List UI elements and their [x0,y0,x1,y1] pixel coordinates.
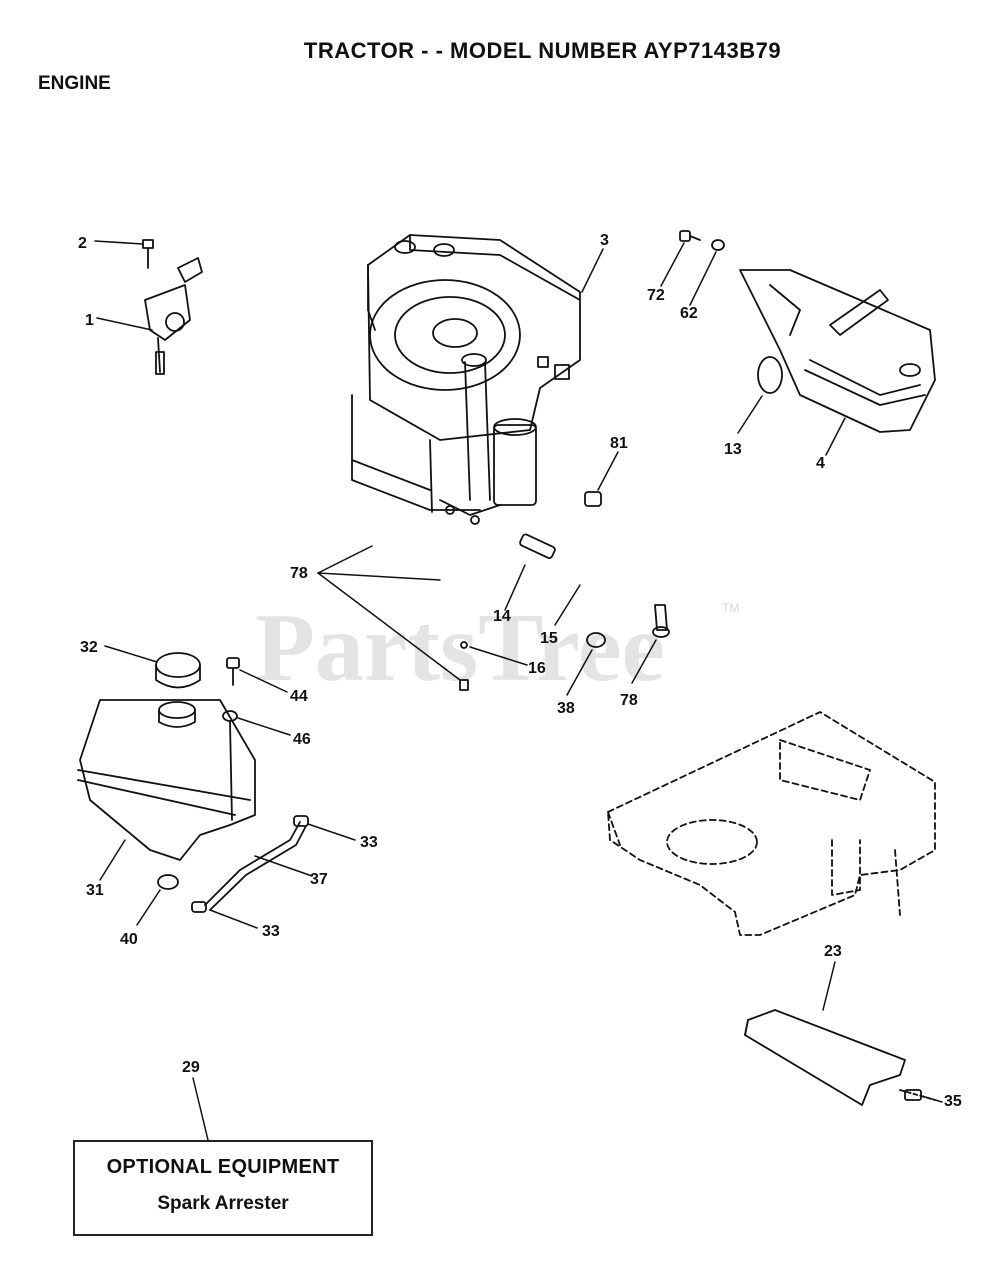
spacer-14 [519,533,556,559]
leader-lines [94,240,943,1141]
callout-3: 3 [600,232,609,249]
callout-33a: 33 [360,834,378,851]
callout-44: 44 [290,688,308,705]
optional-equipment-title: OPTIONAL EQUIPMENT [106,1156,340,1178]
throttle-control-part [142,239,203,375]
bolt-78 [654,604,668,631]
callout-2: 2 [78,235,87,252]
section-heading: ENGINE [38,73,111,94]
nut-81 [584,491,602,507]
callout-78b: 78 [620,692,638,709]
frame-part [607,711,936,936]
callout-40: 40 [120,931,138,948]
optional-equipment-item: Spark Arrester [157,1193,289,1214]
nut-38 [586,632,606,648]
callout-1: 1 [85,312,94,329]
callout-23: 23 [824,943,842,960]
callout-15: 15 [540,630,558,647]
callout-31: 31 [86,882,104,899]
callout-46: 46 [293,731,311,748]
fuel-tank-part [77,652,309,913]
callout-13: 13 [724,441,742,458]
callout-35: 35 [944,1093,962,1110]
callout-72: 72 [647,287,665,304]
callout-4: 4 [816,455,825,472]
watermark-trademark: TM [722,601,739,615]
muffler-part [679,230,936,433]
callout-81: 81 [610,435,628,452]
optional-equipment-box: OPTIONAL EQUIPMENT Spark Arrester [73,1140,373,1236]
callout-38: 38 [557,700,575,717]
page-title: TRACTOR - - MODEL NUMBER AYP7143B79 [303,38,782,63]
callout-32: 32 [80,639,98,656]
shield-part [744,1009,936,1106]
callout-16: 16 [528,660,546,677]
callout-29: 29 [182,1059,200,1076]
engine-part [351,234,581,525]
callout-14: 14 [493,608,511,625]
callout-62: 62 [680,305,698,322]
callout-37: 37 [310,871,328,888]
callout-78a: 78 [290,565,308,582]
callout-33b: 33 [262,923,280,940]
